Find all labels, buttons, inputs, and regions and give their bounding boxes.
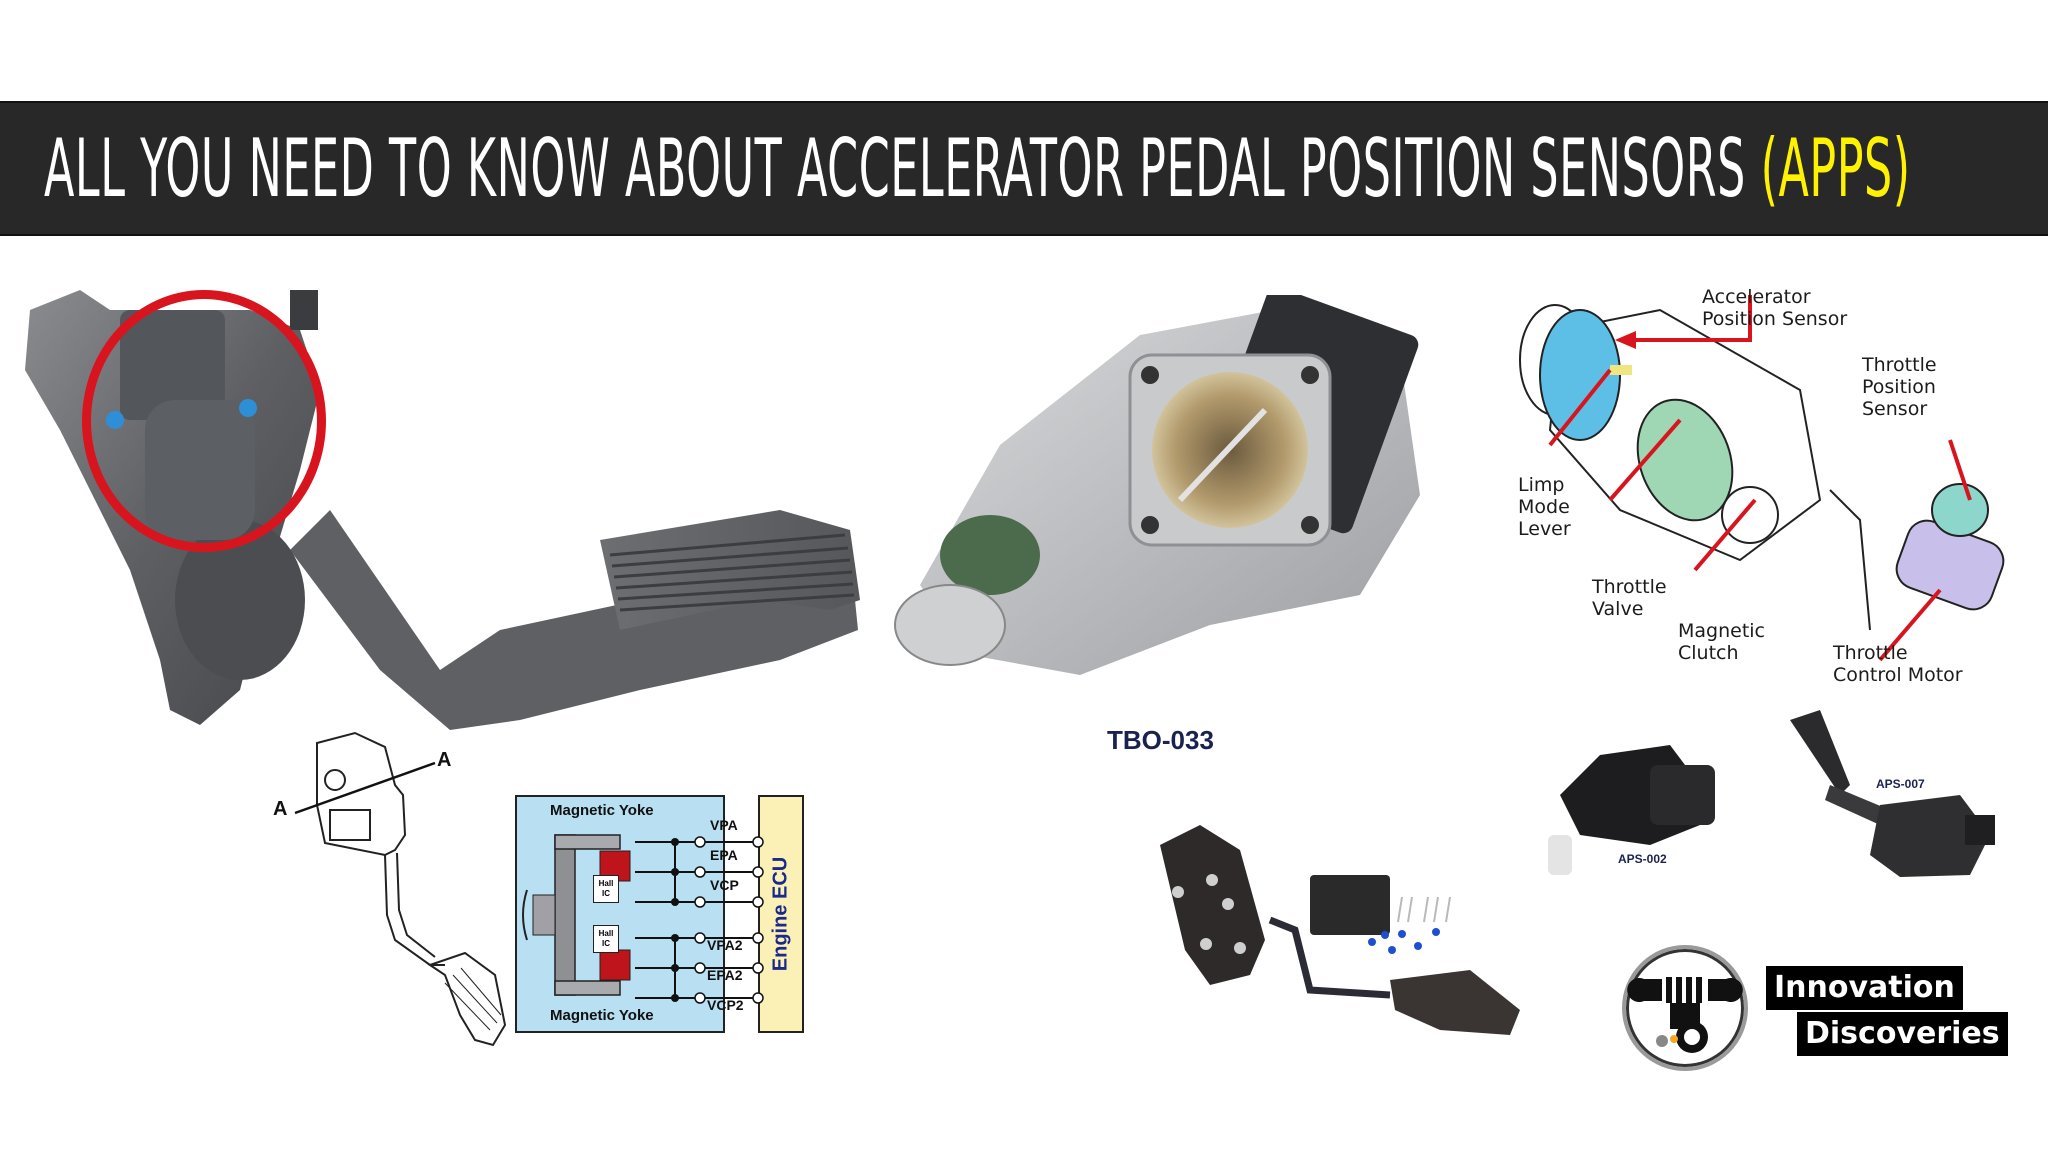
- logo-text-discoveries: Discoveries: [1797, 1012, 2008, 1056]
- label-magnetic-clutch: Magnetic Clutch: [1678, 620, 1766, 664]
- signal-vpa: VPA: [710, 817, 738, 833]
- signal-vpa2: VPA2: [707, 937, 743, 953]
- throttle-body-illustration: [894, 286, 1420, 675]
- signal-epa2: EPA2: [707, 967, 743, 983]
- pedal-connector-kit-photo: [1140, 810, 1530, 1045]
- logo-emblem: [1622, 945, 1748, 1071]
- title-banner: ALL YOU NEED TO KNOW ABOUT ACCELERATOR P…: [0, 101, 2048, 236]
- title-main: ALL YOU NEED TO KNOW ABOUT ACCELERATOR P…: [44, 122, 1761, 215]
- magnetic-yoke-top-label: Magnetic Yoke: [550, 802, 654, 819]
- hall-ic-bottom: Hall IC: [593, 925, 619, 953]
- sensor-aps-007-label: APS-007: [1876, 777, 1925, 791]
- wiring-schematic: [522, 834, 764, 1004]
- wrench-gear-icon: [1627, 977, 1743, 1053]
- engine-ecu-box: Engine ECU: [758, 795, 804, 1033]
- signal-epa: EPA: [710, 847, 738, 863]
- signal-vcp2: VCP2: [707, 997, 744, 1013]
- logo-text-innovation: Innovation: [1766, 966, 1963, 1010]
- pedal-line-drawing: A A: [265, 725, 515, 1050]
- hall-ic-top: Hall IC: [593, 875, 619, 903]
- page-title: ALL YOU NEED TO KNOW ABOUT ACCELERATOR P…: [44, 127, 1910, 211]
- pedal-kit-illustration: [1160, 825, 1520, 1035]
- magnetic-yoke-bottom-label: Magnetic Yoke: [550, 1007, 654, 1024]
- sensor-aps-007-illustration: [1790, 710, 1995, 877]
- label-throttle-valve: Throttle Valve: [1592, 576, 1667, 620]
- exploded-view-illustration: [1519, 295, 2005, 662]
- label-throttle-control-motor: Throttle Control Motor: [1833, 642, 1963, 686]
- signal-vcp: VCP: [710, 877, 739, 893]
- sensor-aps-002-label: APS-002: [1618, 852, 1667, 866]
- title-accent: (APPS): [1760, 122, 1911, 215]
- label-limp-mode-lever: Limp Mode Lever: [1518, 474, 1571, 540]
- label-accelerator-position-sensor: Accelerator Position Sensor: [1702, 286, 1848, 330]
- section-marker-right: A: [437, 749, 452, 771]
- sensor-aps-007-photo: APS-007: [1780, 705, 2010, 880]
- throttle-exploded-diagram: Accelerator Position Sensor Throttle Pos…: [1500, 270, 2020, 690]
- sensor-aps-002-photo: APS-002: [1540, 715, 1740, 885]
- throttle-body-photo: TBO-033: [880, 286, 1450, 755]
- pedal-outline-illustration: [294, 731, 507, 1047]
- throttle-part-number: TBO-033: [1107, 725, 1214, 755]
- sensor-highlight-circle: [82, 290, 326, 552]
- sensor-aps-002-illustration: [1548, 745, 1715, 875]
- section-marker-left: A: [273, 798, 288, 820]
- label-throttle-position-sensor: Throttle Position Sensor: [1862, 354, 1937, 420]
